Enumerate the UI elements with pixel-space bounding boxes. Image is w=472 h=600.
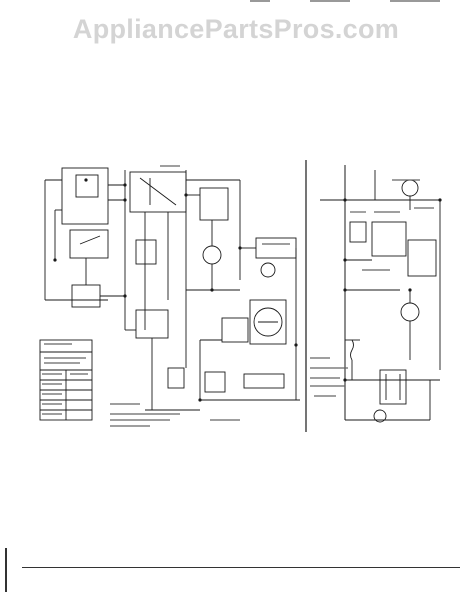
- lamp: [401, 179, 419, 197]
- relay-5: [407, 239, 437, 277]
- control-module: [371, 221, 407, 257]
- switch-block-1: [61, 167, 109, 225]
- right-circuit: [320, 165, 441, 423]
- motor-1: [202, 245, 222, 265]
- illegible-labels: [42, 165, 434, 427]
- footer-rule: [22, 567, 460, 568]
- margin-mark: [5, 548, 7, 592]
- coil-1: [350, 339, 354, 361]
- motor-housing: [249, 299, 287, 345]
- control-box: [221, 317, 249, 343]
- motor-4: [373, 409, 387, 423]
- relay-3: [135, 239, 157, 265]
- relay-4: [135, 309, 169, 339]
- watermark-text: AppliancePartsPros.com: [72, 14, 400, 44]
- left-circuit: [39, 167, 300, 421]
- transformer-1: [349, 221, 367, 243]
- relay-2: [71, 284, 101, 308]
- transformer-2: [379, 369, 407, 405]
- motor-3: [400, 302, 420, 322]
- fuse-1: [167, 367, 185, 389]
- switch-contact-box: [75, 174, 99, 198]
- junction-dots: [53, 178, 442, 402]
- indicator-1: [260, 262, 276, 278]
- heater-element: [243, 373, 285, 389]
- top-edge-marks: [250, 0, 440, 2]
- terminal-block: [255, 237, 297, 259]
- component-a: [199, 187, 229, 221]
- switch-3: [204, 371, 226, 393]
- motor-2: [253, 307, 283, 337]
- relay-1: [69, 229, 109, 259]
